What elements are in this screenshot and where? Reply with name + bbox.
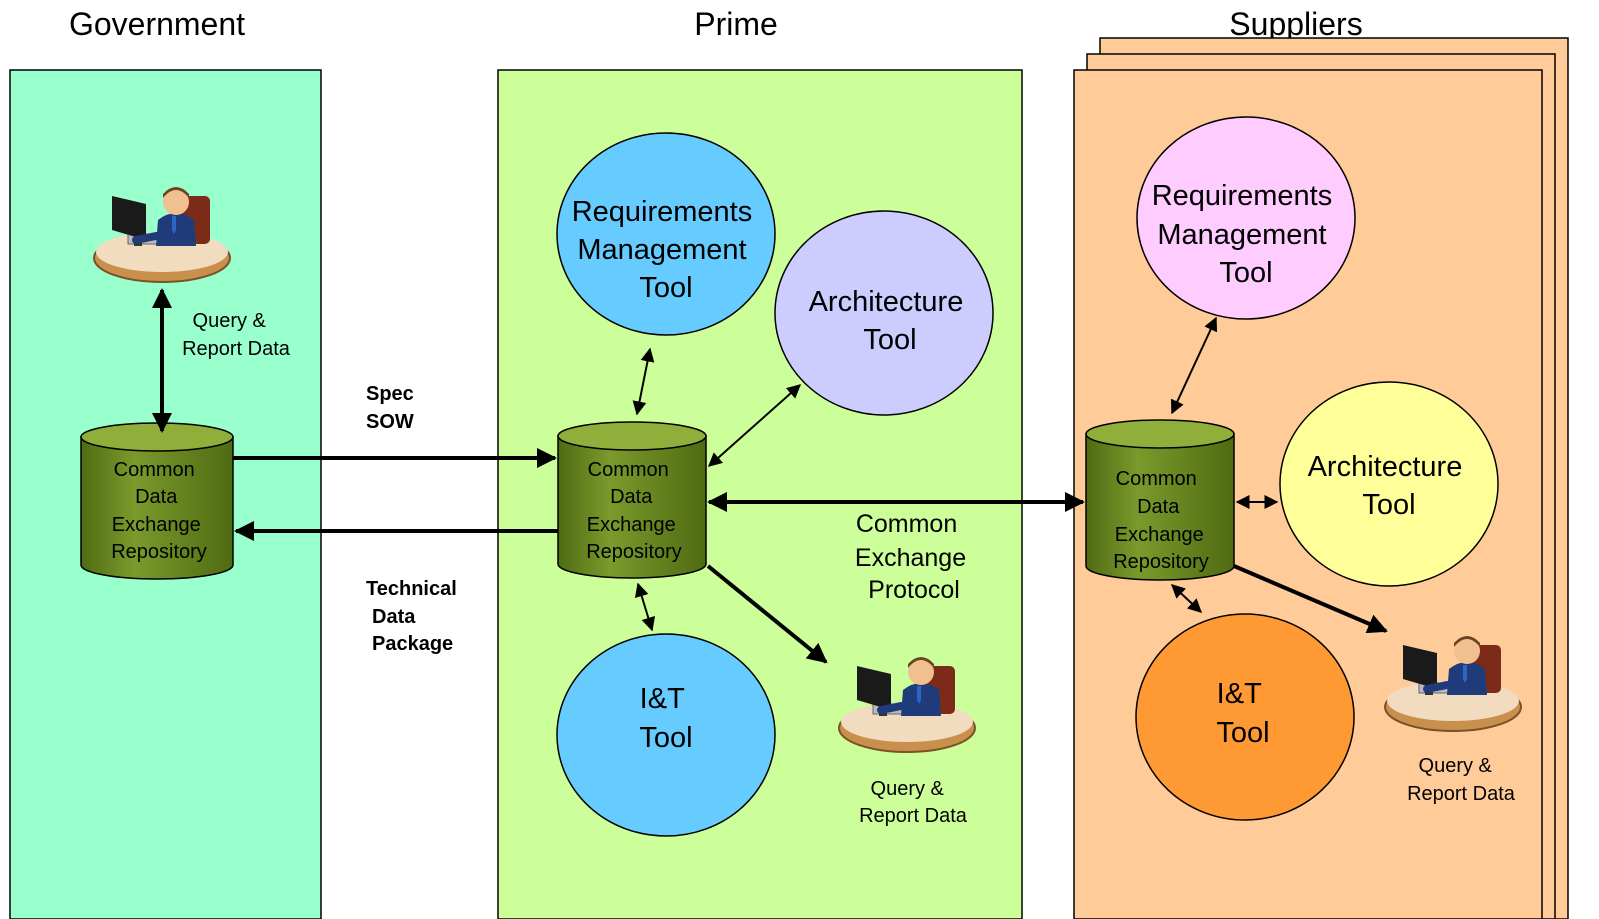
supplier-repo-user-arrow [1233,564,1388,634]
supplier-user-label: Query & Report Data [1407,755,1516,805]
svg-text:I&T Tool: I&T Tool [1216,678,1269,749]
supplier-repo-it-arrow [1170,584,1203,613]
prime-repository: Common Data Exchange Repository [557,421,707,579]
supplier-repo-req-arrow [1170,316,1218,415]
prime-architecture-tool: Architecture Tool [774,210,994,416]
prime-repo-arch-arrow [707,384,802,467]
suppliers-title: Suppliers [1229,6,1362,42]
prime-repo-it-arrow [634,582,656,632]
spec-sow-label: Spec SOW [366,383,419,433]
svg-text:Requirements Management: Requirements Management Tool [572,196,761,304]
supplier-requirements-tool: Requirements Management Tool [1136,116,1356,320]
prime-repo-req-arrow [632,347,655,416]
supplier-repository: Common Data Exchange Repository [1085,419,1235,581]
prime-user-label: Query & Report Data [859,778,968,827]
government-title: Government [69,6,245,42]
svg-text:Common Data Exchan: Common Data Exchange Repository [111,459,207,563]
government-user-label: Query & Report Data [182,310,291,360]
prime-requirements-tool: Requirements Management Tool [556,132,776,336]
svg-text:Common Data Exchan: Common Data Exchange Repository [1113,468,1209,573]
svg-text:Architecture Tool: Architecture Tool [1308,451,1471,521]
supplier-architecture-tool: Architecture Tool [1279,381,1499,587]
prime-repo-user-arrow [706,564,828,664]
government-repository: Common Data Exchange Repository [80,422,234,580]
supplier-it-tool: I&T Tool [1135,613,1355,821]
prime-it-tool: I&T Tool [556,633,776,837]
svg-text:I&T Tool: I&T Tool [639,683,692,754]
svg-text:Requirements Management: Requirements Management Tool [1152,180,1341,289]
svg-text:Architecture Tool: Architecture Tool [809,286,972,356]
technical-data-package-label: Technical Data Package [366,578,462,655]
common-exchange-protocol-label: Common Exchange Protocol [855,510,973,604]
svg-text:Common Data Exchan: Common Data Exchange Repository [586,459,682,563]
prime-title: Prime [694,6,778,42]
